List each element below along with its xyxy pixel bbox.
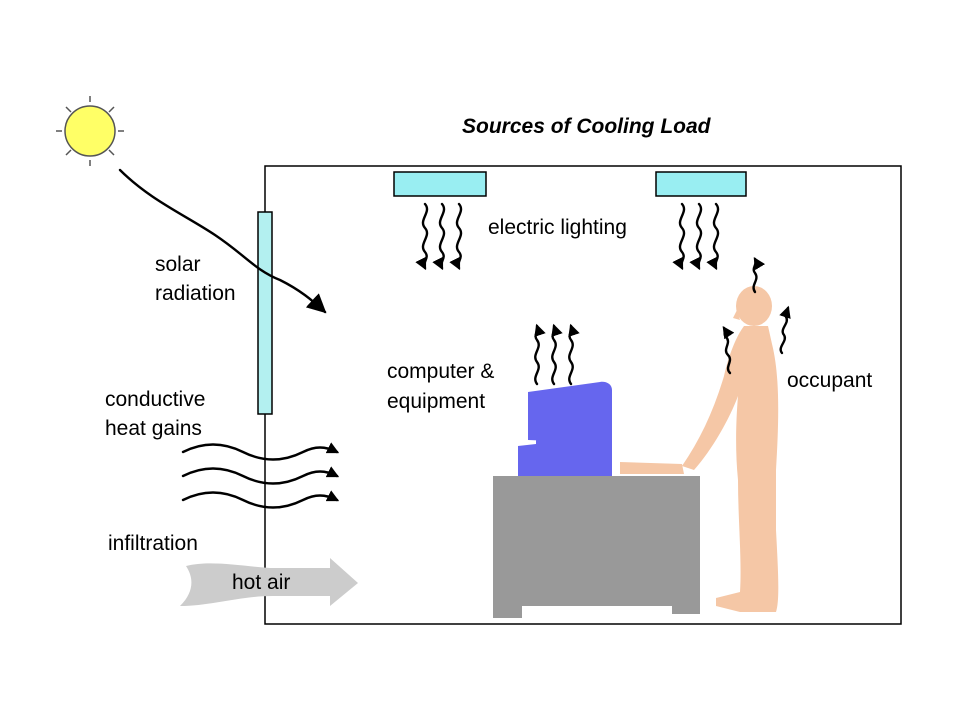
occupant-label: occupant (787, 369, 872, 392)
conductive-label-line1: conductive (105, 388, 205, 411)
occupant-heat-waves (722, 256, 791, 375)
electric-lighting-label: electric lighting (488, 216, 627, 239)
light-fixture-left (393, 171, 487, 197)
solar-label-line2: radiation (155, 282, 236, 305)
diagram-title: Sources of Cooling Load (462, 115, 712, 138)
hot-air-label: hot air (232, 571, 290, 594)
desk (493, 476, 700, 618)
conductive-heat-arrows (181, 442, 340, 509)
light-fixture-right (655, 171, 747, 197)
solar-label-line1: solar (155, 253, 201, 276)
lighting-heat-waves-right (672, 202, 720, 271)
computer-monitor (518, 381, 612, 476)
sun-icon (56, 96, 124, 166)
solar-radiation-arrow (118, 168, 327, 314)
keyboard (620, 462, 684, 474)
computer-heat-waves (534, 323, 580, 386)
occupant-figure (682, 286, 779, 612)
window (257, 211, 273, 415)
computer-label-line2: equipment (387, 390, 485, 413)
infiltration-label: infiltration (108, 532, 198, 555)
conductive-label-line2: heat gains (105, 417, 202, 440)
hot-air-arrow (180, 558, 358, 606)
computer-label-line1: computer & (387, 360, 494, 383)
lighting-heat-waves-left (415, 202, 463, 271)
